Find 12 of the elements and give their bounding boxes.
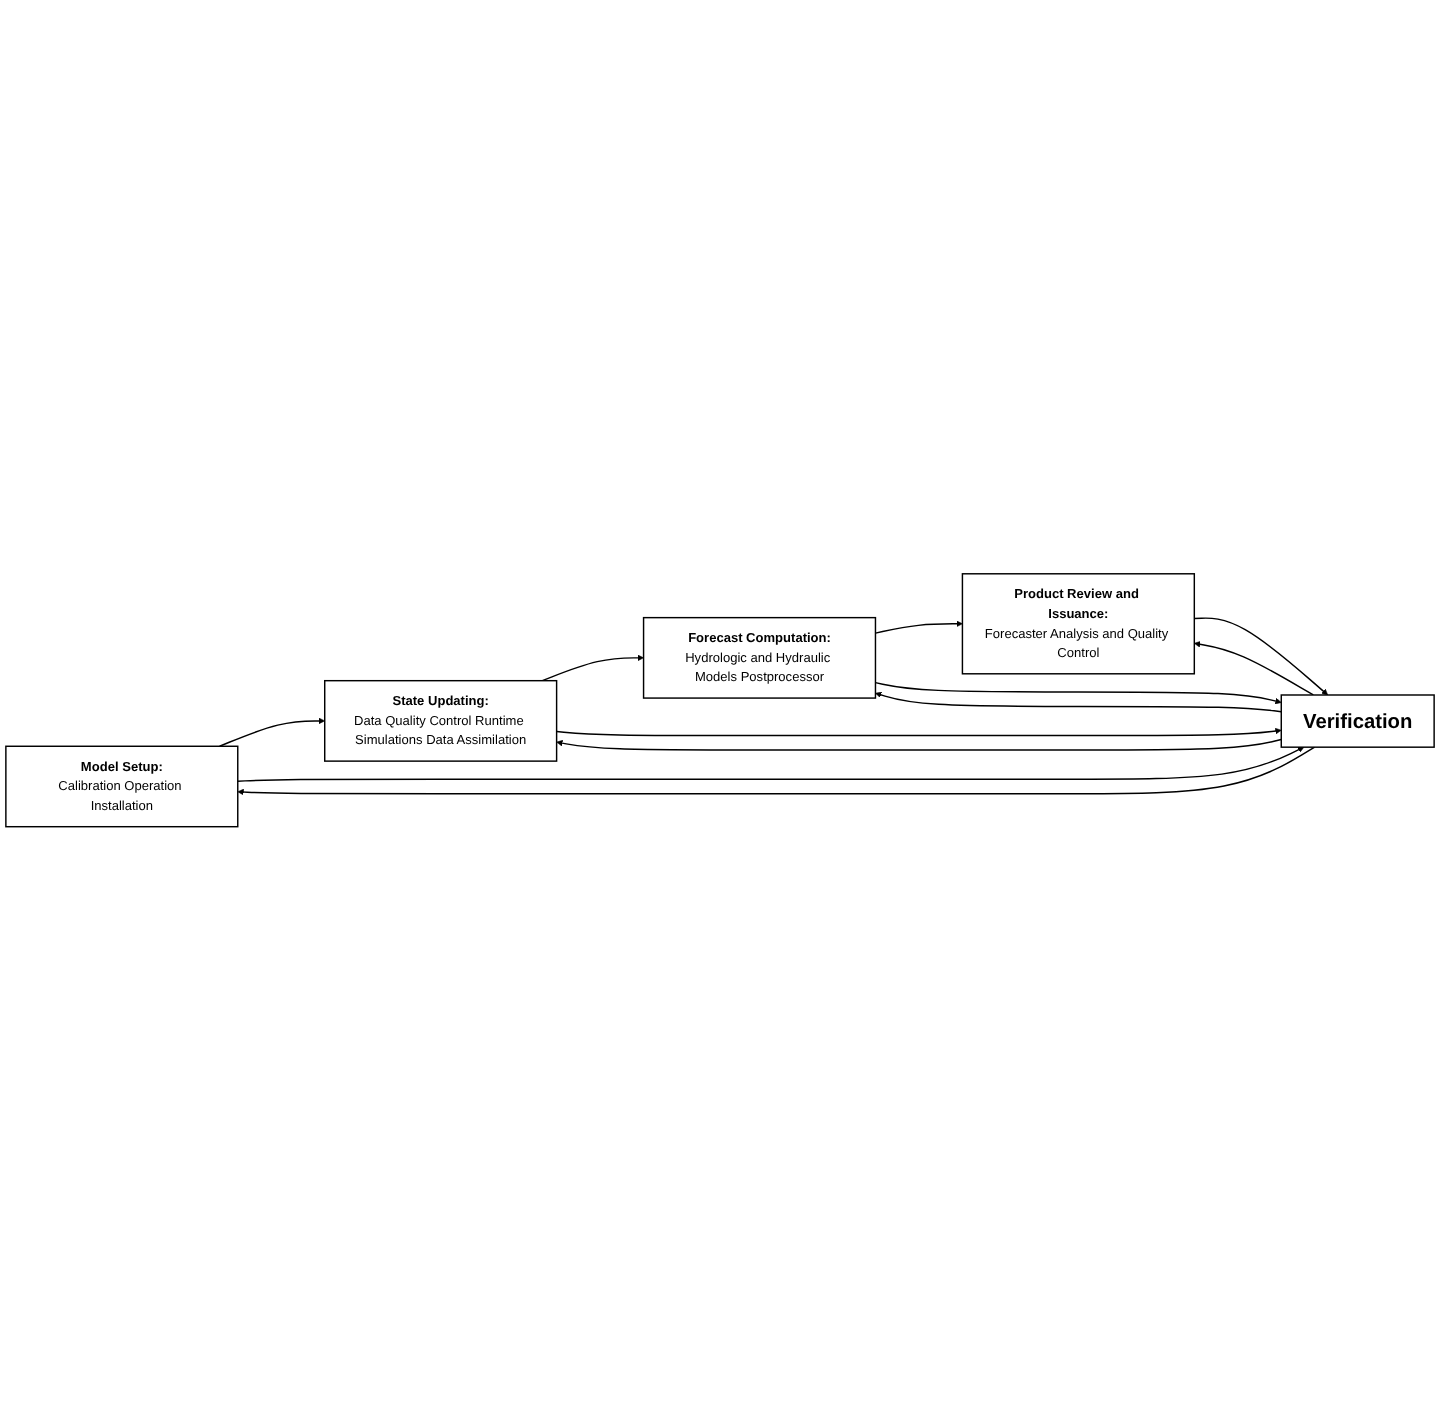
arrow xyxy=(555,727,1282,737)
arrow xyxy=(874,620,963,634)
arrow xyxy=(237,746,1305,782)
arrow xyxy=(556,738,1282,751)
node-box: Verification xyxy=(1280,694,1435,748)
arrow xyxy=(1194,640,1315,696)
arrow xyxy=(874,681,1282,704)
arrow xyxy=(237,746,1316,795)
arrow xyxy=(875,691,1282,713)
arrow xyxy=(218,717,325,747)
arrow xyxy=(541,654,644,682)
arrow xyxy=(1193,617,1329,696)
